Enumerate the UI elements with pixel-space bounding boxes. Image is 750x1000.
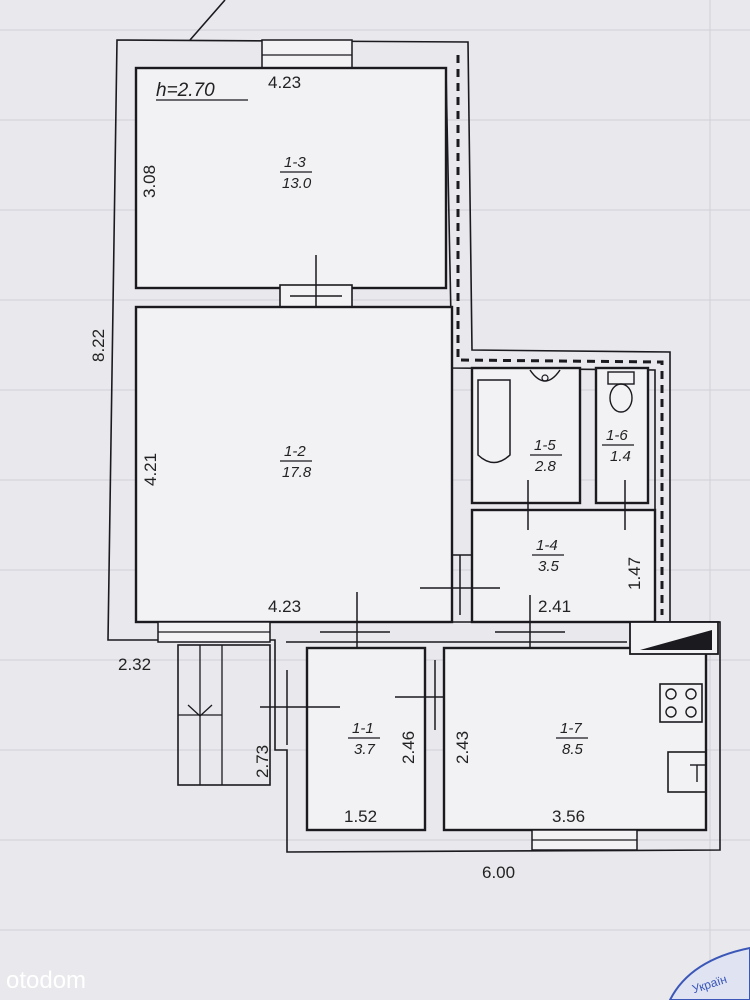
dim-stair-height: 2.73 <box>253 745 272 778</box>
room-1-2 <box>134 305 454 624</box>
dim-room11-height: 2.46 <box>399 731 418 764</box>
room-label-1-4: 1-4 3.5 <box>532 537 564 575</box>
dim-room17-height: 2.43 <box>453 731 472 764</box>
room-1-1 <box>305 646 427 832</box>
ceiling-height-label: h=2.70 <box>156 80 215 101</box>
svg-text:17.8: 17.8 <box>282 464 312 481</box>
dim-room12-width: 4.23 <box>268 597 301 616</box>
svg-text:1-3: 1-3 <box>284 154 306 171</box>
room-label-1-3: 1-3 13.0 <box>280 154 312 192</box>
dim-total-height: 8.22 <box>89 329 108 362</box>
room-label-1-5: 1-5 2.8 <box>530 437 562 475</box>
stairs <box>177 644 271 786</box>
svg-text:2.8: 2.8 <box>534 458 557 475</box>
svg-text:3.5: 3.5 <box>538 558 560 575</box>
dim-top-width: 4.23 <box>268 73 301 92</box>
dashed-wall-line <box>456 55 664 615</box>
dim-room17-width: 3.56 <box>552 807 585 826</box>
svg-text:1-2: 1-2 <box>284 443 306 460</box>
room-1-6 <box>594 366 650 505</box>
stove-icon <box>659 683 703 723</box>
dim-total-width: 6.00 <box>482 863 515 882</box>
svg-text:8.5: 8.5 <box>562 741 584 758</box>
watermark-logo: otodom <box>6 967 86 994</box>
dim-corridor-width: 2.41 <box>538 597 571 616</box>
svg-text:1-4: 1-4 <box>536 537 558 554</box>
svg-text:1-7: 1-7 <box>560 720 582 737</box>
dim-room11-width: 1.52 <box>344 807 377 826</box>
bathtub-icon <box>477 379 511 464</box>
kitchen-sink-icon <box>667 751 707 793</box>
svg-text:1-5: 1-5 <box>534 437 556 454</box>
room-label-1-2: 1-2 17.8 <box>280 443 312 481</box>
svg-text:1-6: 1-6 <box>606 427 628 444</box>
svg-text:1-1: 1-1 <box>352 720 374 737</box>
room-label-1-1: 1-1 3.7 <box>348 720 380 758</box>
dim-room13-height: 3.08 <box>140 165 159 198</box>
room-label-1-6: 1-6 1.4 <box>602 427 634 465</box>
room-1-5 <box>470 366 582 505</box>
dim-room16-depth: 1.47 <box>625 557 644 590</box>
svg-text:1.4: 1.4 <box>610 448 631 465</box>
svg-text:13.0: 13.0 <box>282 175 312 192</box>
room-1-7 <box>442 646 708 832</box>
dim-room12-height: 4.21 <box>141 453 160 486</box>
room-label-1-7: 1-7 8.5 <box>556 720 588 758</box>
dim-stair-width: 2.32 <box>118 655 151 674</box>
stamp: Україн <box>668 946 750 1000</box>
toilet-icon <box>607 371 635 413</box>
svg-text:3.7: 3.7 <box>354 741 376 758</box>
